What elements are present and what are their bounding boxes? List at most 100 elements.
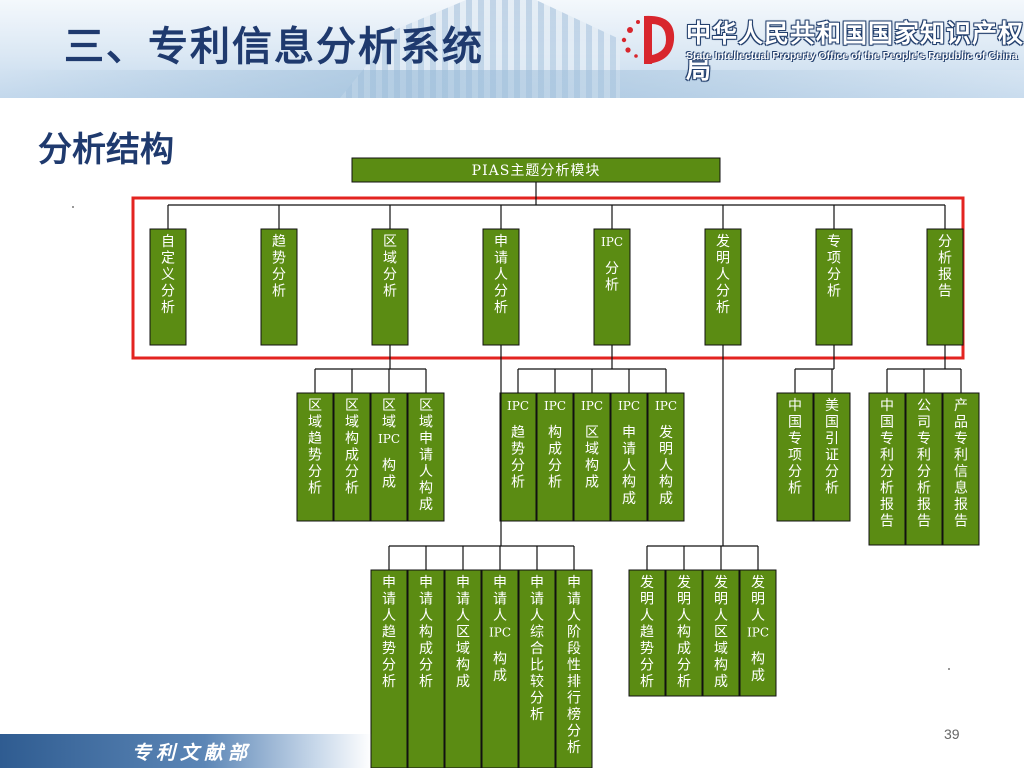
sub-applicant-2: 申请人区域构成: [444, 569, 482, 768]
module-ipc-rect: [593, 228, 631, 346]
sub-region-1-label: 区域构成分析: [345, 398, 359, 497]
sub-region-0: 区域趋势分析: [296, 392, 334, 522]
sub-applicant-1: 申请人构成分析: [407, 569, 445, 768]
sipo-logo-icon: [621, 15, 675, 64]
sub-ipc-4-rect: [647, 392, 685, 522]
sub-region-0-rect: [296, 392, 334, 522]
sub-report-2-rect: [942, 392, 980, 546]
sub-applicant-1-label: 申请人构成分析: [419, 575, 433, 690]
sub-ipc-2-rect: [573, 392, 611, 522]
module-custom-label: 自定义分析: [161, 234, 175, 316]
header-banner: [0, 0, 1024, 98]
decor-dot: [948, 668, 950, 670]
sub-inventor-1-rect: [665, 569, 703, 697]
sub-applicant-4-label: 申请人综合比较分析: [530, 575, 544, 723]
sub-region-2-rect: [370, 392, 408, 522]
module-report: 分析报告: [926, 228, 964, 346]
sub-region-1: 区域构成分析: [333, 392, 371, 522]
module-special: 专项分析: [815, 228, 853, 346]
module-applicant-rect: [482, 228, 520, 346]
sub-applicant-4-rect: [518, 569, 556, 768]
header-band: [0, 70, 1024, 98]
sub-applicant-0-rect: [370, 569, 408, 768]
sub-region-0-label: 区域趋势分析: [308, 398, 322, 497]
module-inventor-label: 发明人分析: [716, 234, 730, 316]
sub-inventor-1: 发明人构成分析: [665, 569, 703, 697]
sub-inventor-0: 发明人趋势分析: [628, 569, 666, 697]
sub-applicant-1-rect: [407, 569, 445, 768]
sub-ipc-0-rect: [499, 392, 537, 522]
sub-inventor-2-label: 发明人区域构成: [714, 575, 728, 690]
sub-applicant-5: 申请人阶段性排行榜分析: [555, 569, 593, 768]
sub-region-3-rect: [407, 392, 445, 522]
sub-special-0-rect: [776, 392, 814, 522]
sub-report-1-rect: [905, 392, 943, 546]
module-region: 区域分析: [371, 228, 409, 346]
module-trend-label: 趋势分析: [272, 234, 286, 300]
root-module: PIAS主题分析模块: [351, 157, 721, 183]
module-trend: 趋势分析: [260, 228, 298, 346]
sub-special-1: 美国引证分析: [813, 392, 851, 522]
page-number: 39: [944, 726, 960, 742]
sub-special-1-label: 美国引证分析: [825, 398, 839, 497]
sub-region-3: 区域申请人构成: [407, 392, 445, 522]
module-region-rect: [371, 228, 409, 346]
sub-report-2: 产品专利信息报告: [942, 392, 980, 546]
org-name-en: State Intellectual Property Office of th…: [686, 50, 1018, 62]
sub-applicant-0-label: 申请人趋势分析: [382, 575, 396, 690]
sub-special-1-rect: [813, 392, 851, 522]
module-trend-rect: [260, 228, 298, 346]
sub-applicant-3-rect: [481, 569, 519, 768]
sub-region-3-label: 区域申请人构成: [419, 398, 433, 513]
sub-applicant-2-rect: [444, 569, 482, 768]
module-custom-rect: [149, 228, 187, 346]
sub-applicant-0: 申请人趋势分析: [370, 569, 408, 768]
module-region-label: 区域分析: [383, 234, 397, 300]
sub-inventor-2-rect: [702, 569, 740, 697]
module-applicant-label: 申请人分析: [494, 234, 508, 316]
sub-report-0-label: 中国专利分析报告: [880, 398, 894, 530]
sub-inventor-3-rect: [739, 569, 777, 697]
page-title: 三、专利信息分析系统: [64, 24, 484, 70]
footer-text: 专利文献部: [132, 742, 253, 764]
root-module-label: PIAS主题分析模块: [472, 163, 601, 179]
sub-special-0-label: 中国专项分析: [788, 398, 802, 497]
sub-report-2-label: 产品专利信息报告: [954, 398, 968, 530]
sub-applicant-4: 申请人综合比较分析: [518, 569, 556, 768]
sub-special-0: 中国专项分析: [776, 392, 814, 522]
sub-inventor-0-label: 发明人趋势分析: [640, 575, 654, 690]
module-inventor: 发明人分析: [704, 228, 742, 346]
sub-report-0-rect: [868, 392, 906, 546]
sub-inventor-1-label: 发明人构成分析: [677, 575, 691, 690]
decor-dot: [72, 206, 74, 208]
sub-report-1: 公司专利分析报告: [905, 392, 943, 546]
footer-band: [0, 734, 372, 768]
section-title: 分析结构: [38, 130, 174, 170]
sub-report-1-label: 公司专利分析报告: [917, 398, 931, 530]
module-special-rect: [815, 228, 853, 346]
sub-region-1-rect: [333, 392, 371, 522]
module-report-label: 分析报告: [938, 234, 952, 300]
org-name-cn: 中华人民共和国国家知识产权局: [686, 19, 1024, 84]
sub-report-0: 中国专利分析报告: [868, 392, 906, 546]
sub-applicant-2-label: 申请人区域构成: [456, 575, 470, 690]
module-special-label: 专项分析: [827, 234, 841, 300]
